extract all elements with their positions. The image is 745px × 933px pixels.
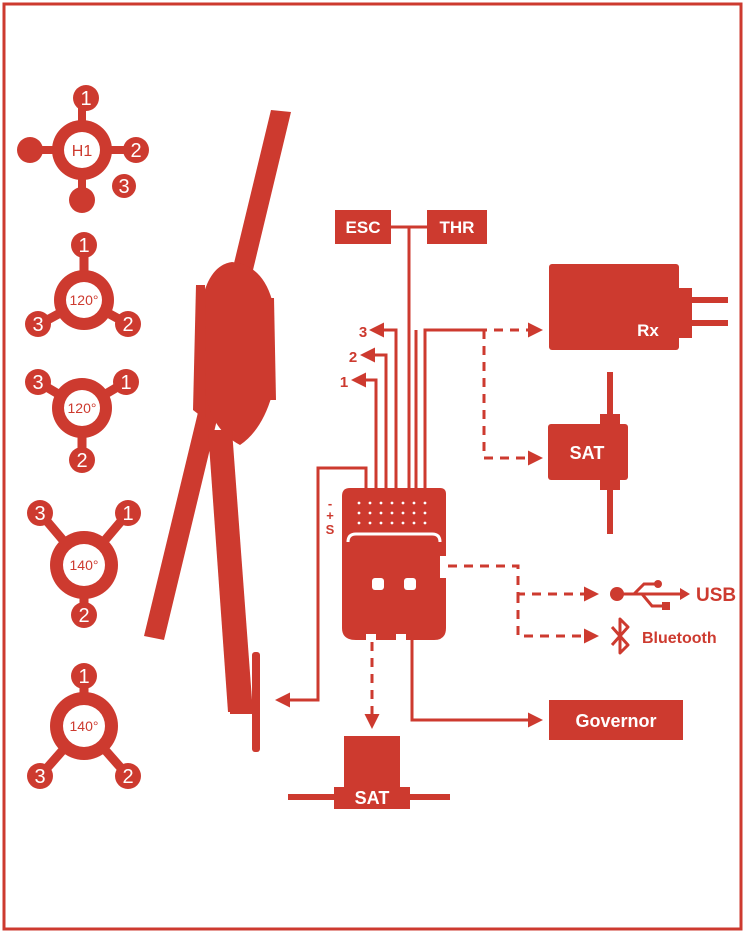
swash-h1-label-3: 3 [118,176,129,198]
swash-120b-label-1: 1 [120,372,131,394]
rx-receiver [549,264,728,350]
esc-label: ESC [346,218,381,237]
swashplate-h1 [17,85,149,213]
sat-bottom-label: SAT [355,788,390,808]
swashplate-120-a [25,232,141,337]
swash-140b-label-1: 1 [78,666,89,688]
swash-120a-center: 120° [70,292,99,308]
sat-right [548,372,628,534]
swash-140a-label-3: 3 [34,503,45,525]
usb-bluetooth-links [448,564,599,644]
port-minus: - [328,496,332,511]
channel-3-label: 3 [359,324,367,341]
swashplate-140-a [27,500,141,628]
governor-label: Governor [575,711,656,731]
channel-wires [351,322,478,488]
bluetooth-label: Bluetooth [642,630,717,647]
swash-120a-label-3: 3 [32,314,43,336]
swash-140a-label-2: 2 [78,605,89,627]
bluetooth-icon [610,617,630,655]
swash-h1-label-2: 2 [130,140,141,162]
swash-140b-label-2: 2 [122,766,133,788]
swash-140a-center: 140° [70,557,99,573]
esc-box: ESC [335,210,391,244]
swashplate-140-b [27,663,141,789]
swash-140b-center: 140° [70,718,99,734]
governor-box: Governor [549,700,683,740]
swash-h1-label-1: 1 [80,88,91,110]
swash-140b-label-3: 3 [34,766,45,788]
channel-2-label: 2 [349,349,357,366]
receiver-links [478,322,543,466]
swash-h1-center: H1 [72,143,93,160]
swash-120a-label-2: 2 [122,314,133,336]
swash-120b-label-3: 3 [32,372,43,394]
helicopter-silhouette [144,110,291,752]
channel-1-label: 1 [340,374,348,391]
port-signal: S [326,522,335,537]
port-plus: + [326,508,334,523]
swash-120b-label-2: 2 [76,450,87,472]
thr-box: THR [427,210,487,244]
tail-wire [275,466,368,708]
usb-label: USB [696,585,736,606]
swashplate-120-b [25,369,139,473]
swash-120a-label-1: 1 [78,235,89,257]
governor-wire [410,640,543,728]
sat-bottom [288,736,450,809]
usb-icon [610,580,690,610]
swash-120b-center: 120° [68,400,97,416]
flybarless-controller [342,488,448,642]
rx-label: Rx [637,321,659,340]
thr-label: THR [440,218,475,237]
esc-thr-wire [391,225,427,488]
swash-140a-label-1: 1 [122,503,133,525]
sat-right-label: SAT [570,443,605,463]
